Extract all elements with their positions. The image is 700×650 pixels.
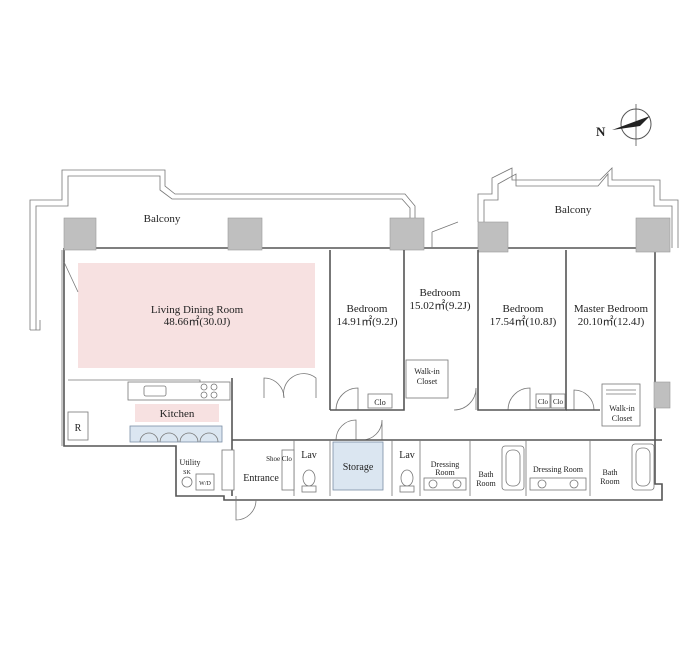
lav-1-label: Lav xyxy=(301,450,317,461)
balcony-left-label: Balcony xyxy=(144,213,181,225)
living-dining-area: 48.66㎡(30.0J) xyxy=(164,315,231,328)
walkin-2-line1: Walk-in xyxy=(609,404,635,413)
kitchen-highlight xyxy=(135,404,219,422)
master-bedroom-area: 20.10㎡(12.4J) xyxy=(578,315,645,328)
refrigerator: R xyxy=(67,411,89,441)
bath-room-1: Bath Room xyxy=(476,445,525,491)
storage-label: Storage xyxy=(343,462,374,473)
bedroom-2: Walk-in Closet Bedroom 15.02㎡(9.2J) xyxy=(405,250,479,399)
sk-label: SK xyxy=(183,470,191,476)
living-dining-name: Living Dining Room xyxy=(151,304,244,316)
master-bedroom-name: Master Bedroom xyxy=(574,303,649,315)
shoe-clo-label: Shoe Clo xyxy=(266,455,292,463)
kitchen: Kitchen xyxy=(127,378,233,496)
master-bedroom: Walk-in Closet Master Bedroom 20.10㎡(12.… xyxy=(566,303,649,427)
compass: N xyxy=(596,104,652,146)
balcony-right: Balcony xyxy=(477,167,679,248)
dressing-room-2: Dressing Room xyxy=(529,465,587,491)
bath-1-line2: Room xyxy=(476,479,496,488)
walkin-2-line2: Closet xyxy=(612,414,633,423)
living-dining-room: Living Dining Room 48.66㎡(30.0J) xyxy=(63,250,331,410)
utility-label: Utility xyxy=(180,458,201,467)
lav-2-label: Lav xyxy=(399,450,415,461)
dressing-1-line1: Dressing xyxy=(431,460,459,469)
bedroom-1-area: 14.91㎡(9.2J) xyxy=(336,315,397,328)
storage: Storage xyxy=(332,441,384,491)
door-swings xyxy=(235,221,595,521)
living-dining-highlight xyxy=(78,263,315,368)
clo-1-label: Clo xyxy=(374,398,386,407)
entrance: Entrance Shoe Clo xyxy=(221,449,295,491)
entrance-label: Entrance xyxy=(243,473,279,484)
lavatory-1: Lav xyxy=(301,450,317,493)
columns xyxy=(63,217,671,409)
dressing-2-label: Dressing Room xyxy=(533,465,584,474)
bedroom-3-name: Bedroom xyxy=(503,303,544,315)
kitchen-label: Kitchen xyxy=(160,408,195,420)
bath-1-line1: Bath xyxy=(478,470,493,479)
storage-highlight xyxy=(332,441,384,491)
utility: Utility SK W/D xyxy=(180,458,215,491)
bedroom-2-area: 15.02㎡(9.2J) xyxy=(409,299,470,312)
walkin-1-line2: Closet xyxy=(417,377,438,386)
bedroom-3: Clo Clo Bedroom 17.54㎡(10.8J) xyxy=(477,250,567,411)
outer-walls xyxy=(61,247,663,501)
bath-room-2: Bath Room xyxy=(600,443,655,491)
refrigerator-label: R xyxy=(75,423,82,434)
clo-3-label: Clo xyxy=(553,398,564,406)
clo-2-label: Clo xyxy=(538,398,549,406)
wd-label: W/D xyxy=(199,481,211,487)
dressing-1-line2: Room xyxy=(435,468,455,477)
compass-label: N xyxy=(596,124,606,139)
bedroom-1-name: Bedroom xyxy=(347,303,388,315)
lavatory-2: Lav xyxy=(399,450,415,493)
bedroom-2-name: Bedroom xyxy=(420,287,461,299)
bedroom-3-area: 17.54㎡(10.8J) xyxy=(490,315,557,328)
balcony-right-label: Balcony xyxy=(555,204,592,216)
bedroom-1: Clo Bedroom 14.91㎡(9.2J) xyxy=(330,250,405,411)
bath-2-line2: Room xyxy=(600,477,620,486)
north-arrow-icon xyxy=(612,116,650,130)
balcony-left: Balcony xyxy=(29,169,416,331)
dressing-room-1: Dressing Room xyxy=(423,460,467,491)
walkin-1-line1: Walk-in xyxy=(414,367,440,376)
bath-2-line1: Bath xyxy=(602,468,617,477)
